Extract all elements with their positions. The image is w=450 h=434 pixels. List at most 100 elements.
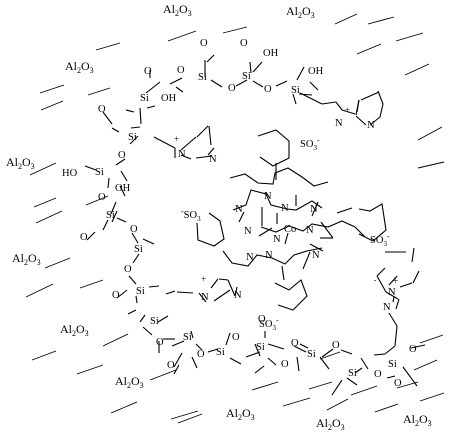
bond-line bbox=[175, 86, 184, 93]
bond-line bbox=[373, 353, 386, 356]
bond-line bbox=[249, 61, 252, 74]
macrocycle-ring bbox=[229, 167, 329, 187]
bond-line bbox=[377, 90, 384, 105]
bond-line bbox=[171, 340, 185, 347]
atom-label: Si bbox=[256, 342, 265, 353]
atom-label: N bbox=[246, 252, 254, 263]
alumina-label: Al2O3 bbox=[60, 322, 89, 338]
surface-hatch-line bbox=[222, 26, 248, 34]
surface-hatch-line bbox=[31, 350, 57, 361]
bond-line bbox=[180, 154, 192, 160]
bond-line bbox=[102, 219, 109, 231]
bond-line bbox=[169, 77, 183, 85]
atom-label: O bbox=[197, 349, 205, 360]
bond-line bbox=[319, 356, 330, 370]
bond-line bbox=[320, 221, 334, 239]
alumina-label: Al2O3 bbox=[115, 374, 144, 390]
bond-line bbox=[392, 296, 395, 303]
bond-line bbox=[195, 343, 203, 351]
atom-label: O bbox=[112, 290, 120, 301]
bond-line bbox=[128, 275, 137, 285]
bond-lines bbox=[84, 54, 426, 396]
atom-label: Si bbox=[136, 286, 145, 297]
atom-label: N bbox=[281, 203, 289, 214]
bond-line bbox=[208, 125, 212, 146]
macrocycle-ring bbox=[222, 247, 323, 267]
atom-label: Si bbox=[106, 210, 115, 221]
bond-line bbox=[379, 103, 384, 118]
bond-line bbox=[360, 357, 369, 370]
bond-line bbox=[218, 278, 229, 281]
bond-line bbox=[293, 345, 307, 353]
bond-line bbox=[111, 127, 120, 133]
atom-label: O bbox=[281, 359, 289, 370]
bond-line bbox=[340, 349, 353, 355]
sulfonate-label: SO3- bbox=[370, 232, 390, 248]
atom-label: Co bbox=[284, 224, 296, 235]
sulfonate-label: SO3- bbox=[259, 316, 279, 332]
bond-line bbox=[116, 217, 127, 223]
atom-label: N bbox=[178, 149, 186, 160]
bond-line bbox=[120, 170, 128, 182]
bond-line bbox=[355, 115, 367, 126]
atom-label: N bbox=[201, 292, 209, 303]
atom-label: N bbox=[235, 204, 243, 215]
bond-line bbox=[385, 291, 399, 300]
atom-label: N bbox=[383, 302, 391, 313]
sulfonate-label: -SO3 bbox=[181, 207, 201, 223]
bond-line bbox=[355, 99, 360, 116]
bond-line bbox=[235, 79, 248, 87]
bond-line bbox=[227, 279, 236, 297]
atom-label: O bbox=[264, 84, 272, 95]
surface-hatch-line bbox=[149, 369, 177, 381]
bond-line bbox=[111, 210, 118, 223]
surface-hatch-line bbox=[308, 381, 333, 390]
bond-line bbox=[254, 343, 261, 357]
atom-label: O bbox=[98, 104, 106, 115]
bond-line bbox=[412, 270, 420, 284]
bond-line bbox=[210, 79, 223, 88]
atom-label: Si bbox=[216, 347, 225, 358]
atom-label: O bbox=[144, 66, 152, 77]
surface-hatch-line bbox=[33, 197, 57, 208]
bond-line bbox=[299, 92, 323, 105]
bond-line bbox=[213, 289, 231, 302]
surface-hatch-line bbox=[102, 333, 129, 347]
atom-label: N bbox=[209, 154, 217, 165]
macrocycle-ring bbox=[196, 212, 225, 247]
atom-label: N bbox=[273, 234, 281, 245]
bond-line bbox=[110, 201, 117, 215]
bond-line bbox=[115, 158, 126, 166]
surface-hatch-line bbox=[170, 410, 199, 420]
atom-label: O bbox=[118, 150, 126, 161]
atom-label: O bbox=[200, 38, 208, 49]
surface-hatch-line bbox=[251, 381, 279, 391]
bond-line bbox=[376, 275, 387, 293]
bond-line bbox=[102, 111, 113, 125]
bond-line bbox=[275, 80, 288, 87]
bond-line bbox=[116, 289, 128, 299]
bond-line bbox=[142, 326, 153, 336]
surface-hatch-line bbox=[110, 401, 138, 414]
atom-label: OH bbox=[161, 93, 177, 104]
surface-hatch-line bbox=[413, 359, 438, 371]
bond-line bbox=[157, 315, 169, 323]
bond-line bbox=[129, 135, 139, 145]
bond-line bbox=[360, 91, 380, 101]
surface-hatch-line bbox=[44, 257, 71, 269]
surface-hatch-line bbox=[25, 283, 54, 298]
atom-label: N bbox=[312, 250, 320, 261]
alumina-label: Al2O3 bbox=[163, 2, 192, 18]
bond-line bbox=[191, 356, 198, 369]
macrocycle-ring bbox=[257, 129, 290, 167]
bond-line bbox=[125, 109, 135, 113]
bond-line bbox=[311, 201, 319, 217]
bond-line bbox=[131, 232, 139, 244]
surface-hatch-line bbox=[356, 43, 382, 55]
atom-label: Si bbox=[95, 167, 104, 178]
positive-charge: + bbox=[174, 134, 179, 144]
bond-line bbox=[207, 147, 215, 156]
surface-hatch-line bbox=[39, 84, 65, 94]
surface-hatch-line bbox=[85, 195, 109, 206]
